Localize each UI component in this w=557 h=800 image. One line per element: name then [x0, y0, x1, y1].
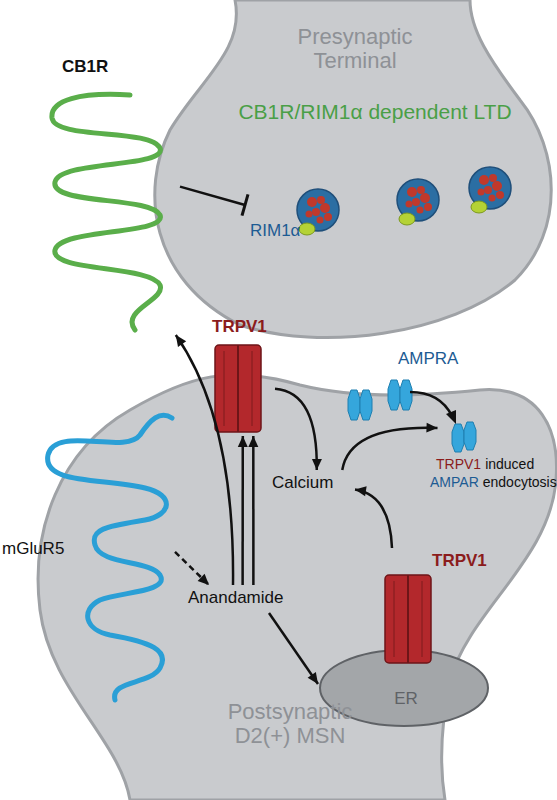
node-text: TRPV1	[432, 552, 497, 571]
annotation-line: AMPARendocytosis	[430, 474, 557, 490]
mglur5-receptor: mGluR5	[0, 400, 175, 710]
arrowhead	[176, 335, 186, 347]
node-text: Calcium	[272, 474, 354, 493]
node-text: Presynaptic Terminal	[280, 25, 430, 73]
postsynaptic-neuron: Postsynaptic D2(+) MSNTRPV1AMPRACalciumA…	[0, 320, 557, 800]
node-text: CB1R/RIM1α dependent LTD	[200, 100, 550, 123]
node-text: AMPRA	[398, 350, 468, 369]
node-text: RIM1α	[250, 222, 320, 241]
trpv1-channel: TRPV1	[205, 318, 275, 436]
node-text: TRPV1	[212, 318, 277, 337]
calcium-label-node: Calcium	[270, 470, 355, 498]
ampa-receptors: AMPRA	[340, 348, 470, 428]
node-text: Anandamide	[188, 589, 303, 608]
annotation-text: AMPAR	[430, 474, 479, 490]
anandamide-label-node: Anandamide	[185, 585, 305, 613]
node-text: ER	[389, 690, 423, 709]
node-text: CB1R	[62, 58, 132, 77]
annotation-text: induced	[485, 456, 534, 472]
presynaptic-terminal: Presynaptic TerminalCB1R/RIM1α dependent…	[150, 0, 557, 350]
node-outline	[40, 55, 180, 335]
annotation-text: endocytosis	[483, 474, 557, 490]
er-trpv1-channel: TRPV1	[380, 548, 500, 663]
node-text: mGluR5	[2, 540, 80, 559]
cb1r-receptor: CB1R	[40, 55, 180, 335]
annotation-line: TRPV1induced	[436, 456, 534, 472]
node-text: Postsynaptic D2(+) MSN	[215, 700, 365, 748]
synaptic-vesicles: RIM1α	[245, 160, 535, 250]
annotation-text: TRPV1	[436, 456, 481, 472]
